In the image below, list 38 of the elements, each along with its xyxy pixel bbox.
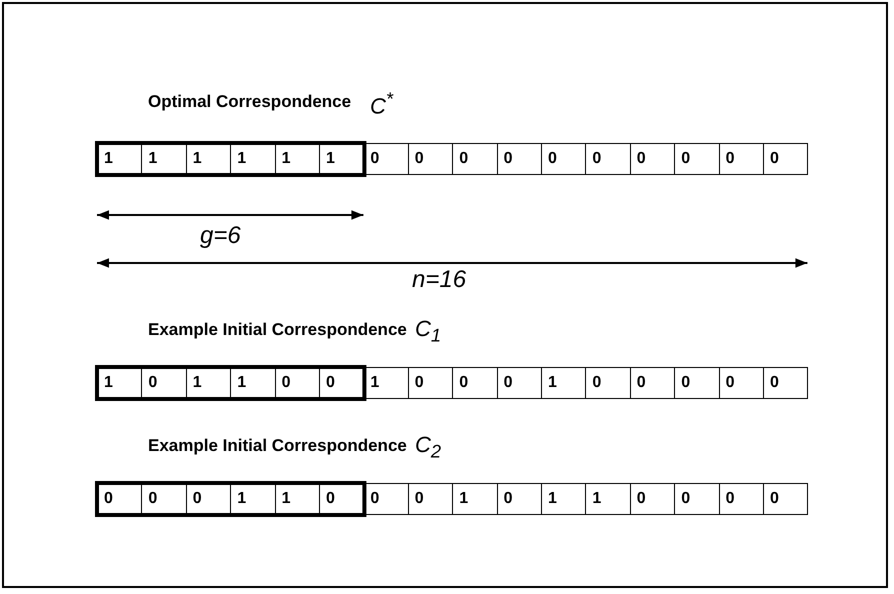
array-cell: 1 — [585, 483, 631, 515]
heading: Example Initial Correspondence — [148, 320, 407, 340]
array-cell: 0 — [630, 367, 676, 399]
array-cell: 0 — [408, 483, 454, 515]
array-cell: 0 — [718, 143, 764, 175]
heading: Example Initial Correspondence — [148, 436, 407, 456]
array-cell: 0 — [674, 143, 720, 175]
array-cell: 0 — [585, 367, 631, 399]
array-cell: 1 — [541, 367, 586, 399]
array-cell: 1 — [452, 483, 498, 515]
array-cell: 1 — [541, 483, 586, 515]
dimension-label: g=6 — [200, 222, 241, 250]
dimension-label: n=16 — [412, 266, 466, 294]
array-cell: 0 — [763, 143, 808, 175]
array-cell: 0 — [630, 483, 676, 515]
math-symbol: C$^{*}$ — [370, 88, 394, 120]
array-cell: 0 — [763, 367, 808, 399]
array-cell: 0 — [674, 367, 720, 399]
math-symbol: C$_{1}$ — [415, 316, 442, 346]
array-cell: 0 — [452, 367, 498, 399]
array-cell: 0 — [496, 143, 542, 175]
array-cell: 0 — [408, 143, 454, 175]
array-cell: 0 — [363, 483, 409, 515]
array-cell: 0 — [541, 143, 586, 175]
array-cell: 0 — [763, 483, 808, 515]
heading: Optimal Correspondence — [148, 92, 352, 112]
array-cell: 0 — [630, 143, 676, 175]
array-cell: 0 — [496, 483, 542, 515]
array-cell: 0 — [674, 483, 720, 515]
array-cell: 0 — [718, 367, 764, 399]
array-cell: 0 — [408, 367, 454, 399]
array-cell: 0 — [363, 143, 409, 175]
array-cell: 0 — [452, 143, 498, 175]
math-symbol: C$_{2}$ — [415, 432, 442, 462]
array-cell: 1 — [363, 367, 409, 399]
array-cell: 0 — [496, 367, 542, 399]
array-cell: 0 — [718, 483, 764, 515]
array-cell: 0 — [585, 143, 631, 175]
